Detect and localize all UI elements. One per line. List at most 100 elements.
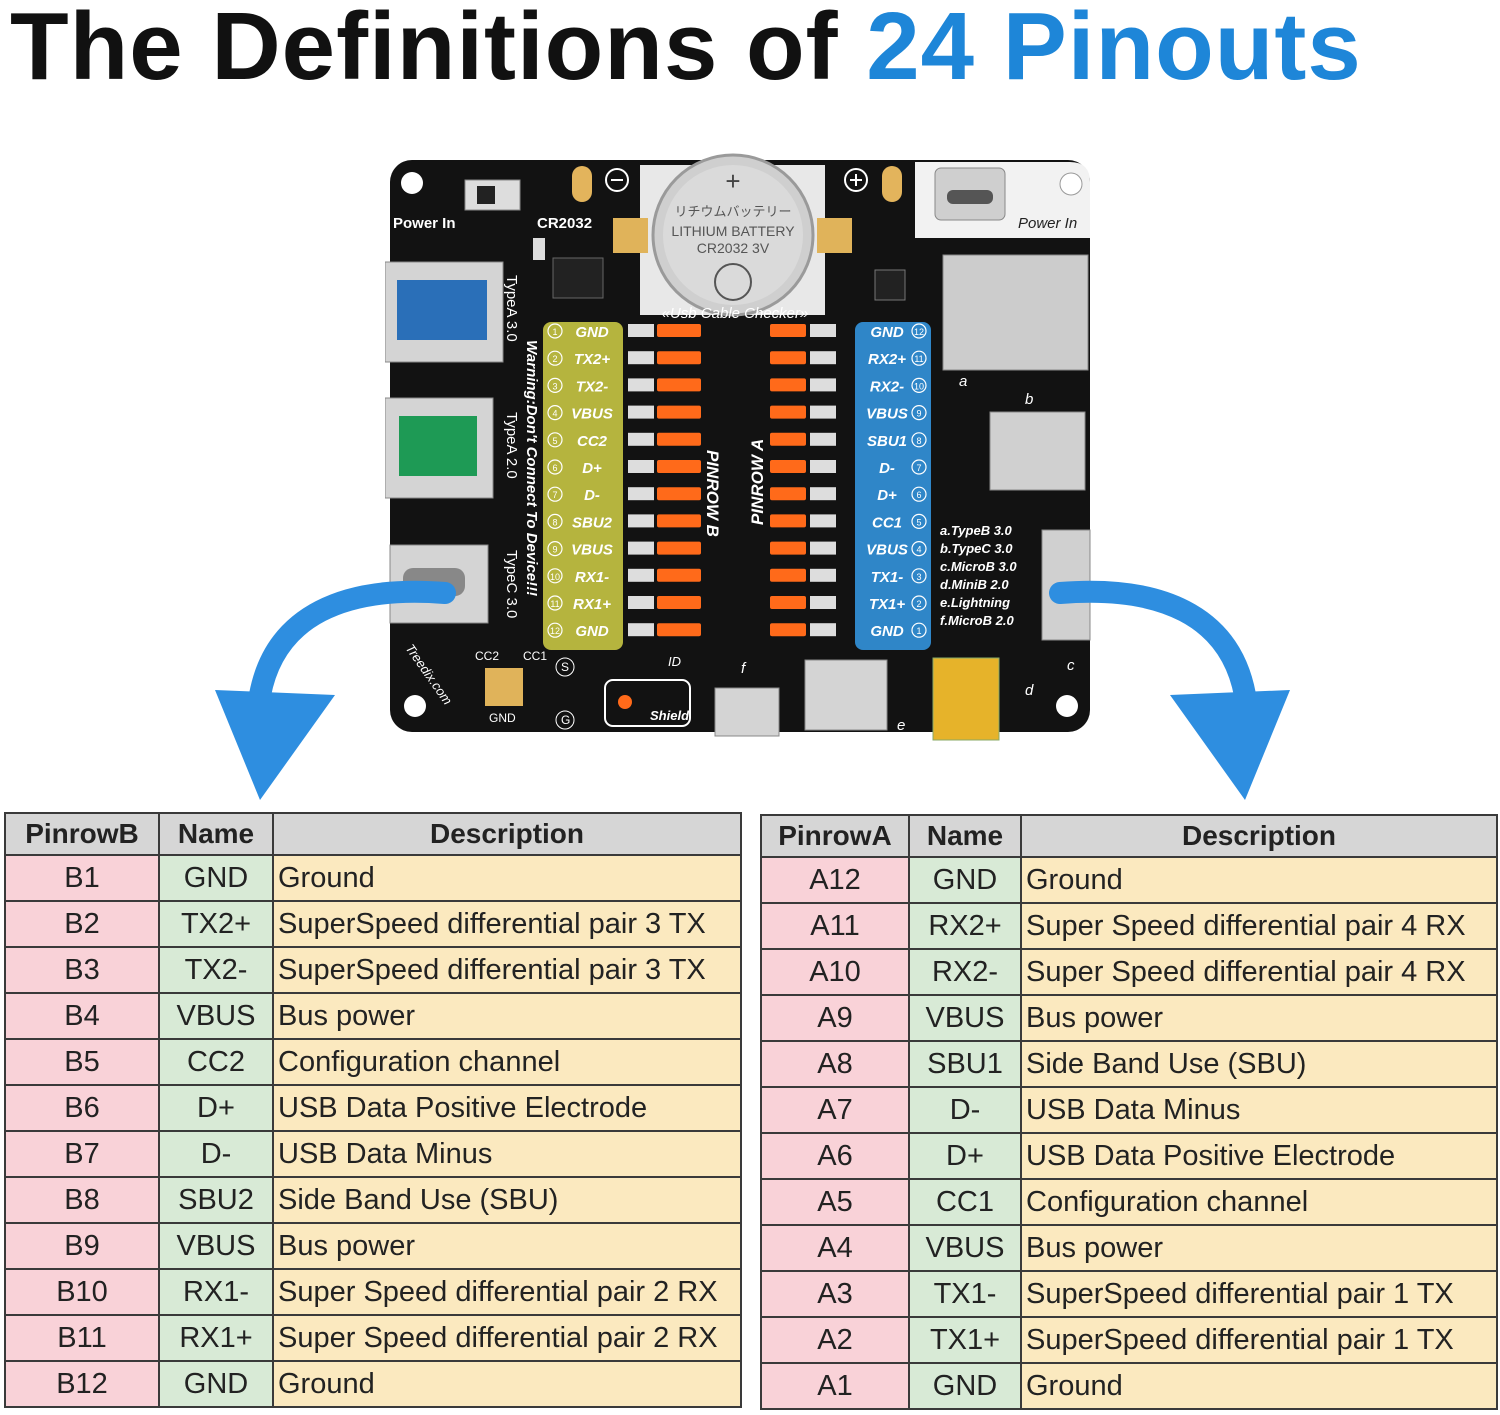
pinrow-a-bg (855, 322, 931, 650)
gnd-label: GND (489, 711, 516, 725)
pin-name-cell: D- (158, 1130, 274, 1178)
resistor-pad (628, 324, 654, 337)
mount-hole (401, 172, 423, 194)
pin-id-cell: A12 (760, 856, 910, 904)
power-in-left-label: Power In (393, 215, 456, 232)
led-a (770, 460, 806, 473)
led-a (770, 596, 806, 609)
pin-number-circle (547, 568, 563, 584)
pin-id-cell: B6 (4, 1084, 160, 1132)
shield-led (618, 695, 632, 709)
pin-number: 7 (552, 490, 557, 500)
pinrow-b-bg (543, 322, 623, 650)
resistor-pad (628, 541, 654, 555)
pin-label: CC1 (872, 514, 902, 531)
pin-number-circle (547, 541, 563, 557)
pin-id-cell: B7 (4, 1130, 160, 1178)
resistor-pad (628, 351, 654, 365)
resistor-pad (810, 487, 836, 501)
pin-number: 2 (916, 599, 921, 609)
legend-item: b.TypeC 3.0 (940, 541, 1013, 556)
led-a (770, 378, 806, 392)
resistor-pad (810, 405, 836, 419)
pin-number-circle (911, 513, 927, 529)
pin-label: RX1- (575, 569, 609, 586)
pin-number: 3 (552, 381, 557, 391)
typec30-label: TypeC 3.0 (503, 550, 520, 618)
pin-id-cell: B9 (4, 1222, 160, 1270)
pin-number-circle (911, 350, 927, 366)
plus-icon: + (725, 166, 740, 196)
smd-chip (874, 269, 906, 301)
pin-description-cell: USB Data Minus (1020, 1086, 1498, 1134)
pin-number: 5 (552, 436, 557, 446)
pin-name-cell: D+ (908, 1132, 1022, 1180)
pin-number-circle (911, 486, 927, 502)
pin-description-cell: USB Data Positive Electrode (272, 1084, 742, 1132)
led-b (657, 623, 701, 637)
led-a (770, 351, 806, 365)
led-b (657, 432, 701, 446)
pin-name-cell: RX1- (158, 1268, 274, 1316)
pin-number-circle (911, 323, 927, 339)
pin-number: 2 (552, 354, 557, 364)
pin-number: 6 (552, 463, 557, 473)
pin-description-cell: Ground (1020, 1362, 1498, 1410)
pad (572, 166, 592, 202)
legend-item: a.TypeB 3.0 (940, 523, 1013, 538)
child-warning-icon (714, 263, 752, 301)
pin-id-cell: A3 (760, 1270, 910, 1318)
pin-number: 12 (914, 327, 924, 337)
led-a (770, 541, 806, 555)
led-b (657, 378, 701, 392)
pin-label: SBU1 (867, 433, 907, 450)
shield-label: Shield (650, 708, 690, 723)
pin-name-cell: GND (908, 856, 1022, 904)
pin-label: VBUS (571, 542, 613, 559)
port-letter-c: c (1067, 657, 1075, 674)
pin-id-cell: B8 (4, 1176, 160, 1224)
pin-description-cell: Side Band Use (SBU) (272, 1176, 742, 1224)
resistor-pad (628, 405, 654, 419)
pin-description-cell: Super Speed differential pair 2 RX (272, 1314, 742, 1362)
pin-number-circle (911, 568, 927, 584)
pin-number-circle (911, 405, 927, 421)
port-letter-d: d (1025, 682, 1034, 699)
coin-battery-face (663, 165, 803, 305)
led-a (770, 432, 806, 446)
pin-description-cell: Ground (272, 1360, 742, 1408)
left-arrow-icon (215, 580, 456, 800)
pin-id-cell: A1 (760, 1362, 910, 1410)
led-a (770, 324, 806, 337)
resistor (533, 238, 545, 260)
pin-number: 10 (914, 381, 924, 391)
pin-number-circle (547, 513, 563, 529)
cc2-label: CC2 (475, 649, 499, 663)
pin-label: D- (584, 487, 600, 504)
pin-name-cell: TX2- (158, 946, 274, 994)
pin-id-cell: B2 (4, 900, 160, 948)
pin-name-cell: RX2- (908, 948, 1022, 996)
pin-name-cell: RX2+ (908, 902, 1022, 950)
resistor-pad (628, 568, 654, 582)
pin-id-cell: A2 (760, 1316, 910, 1364)
pin-number-circle (547, 432, 563, 448)
s-mark: S (561, 660, 569, 674)
pin-name-cell: TX1- (908, 1270, 1022, 1318)
pin-number-circle (547, 377, 563, 393)
pin-description-cell: Bus power (1020, 994, 1498, 1042)
right-arrow-icon (1049, 580, 1290, 800)
legend-item: e.Lightning (940, 595, 1010, 610)
plus-circle-icon (844, 168, 868, 192)
led-b (657, 568, 701, 582)
pin-description-cell: Super Speed differential pair 4 RX (1020, 948, 1498, 996)
